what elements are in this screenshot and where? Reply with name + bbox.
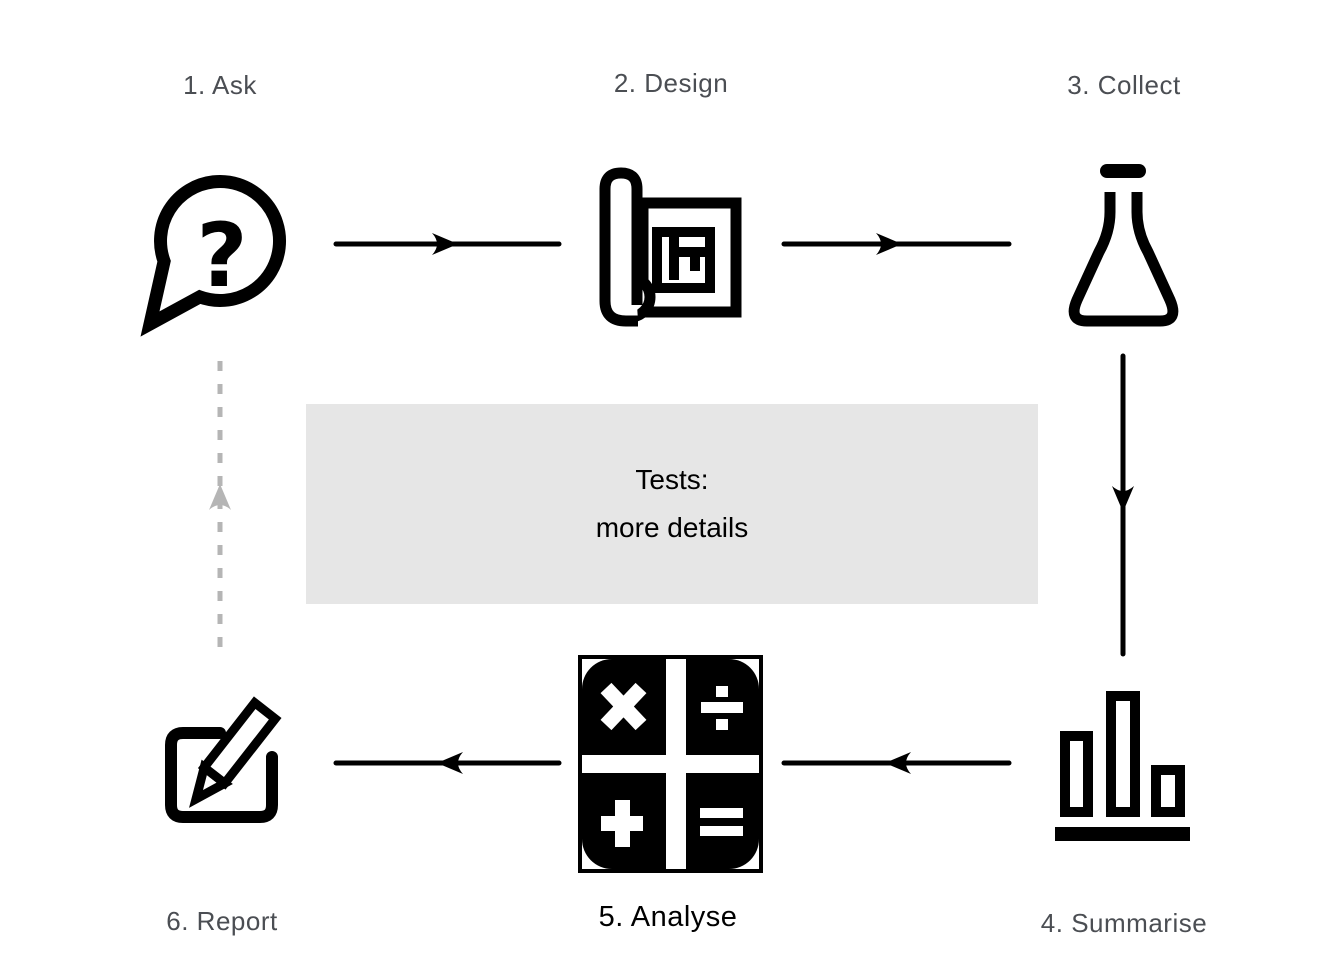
label-analyse: 5. Analyse bbox=[598, 901, 738, 933]
label-design: 2. Design bbox=[613, 68, 729, 98]
question-speech-bubble-icon: ? bbox=[140, 174, 287, 337]
bar-chart-icon bbox=[1055, 691, 1190, 841]
arrow-report-to-ask-dotted bbox=[209, 361, 231, 653]
calculator-icon bbox=[578, 655, 763, 873]
tests-note-box: Tests: more details bbox=[306, 404, 1038, 604]
question-mark-glyph: ? bbox=[196, 204, 247, 307]
note-line-2: more details bbox=[595, 512, 749, 543]
label-report: 6. Report bbox=[166, 906, 278, 936]
label-collect: 3. Collect bbox=[1067, 70, 1181, 100]
note-line-1: Tests: bbox=[635, 464, 709, 495]
edit-pencil-note-icon bbox=[165, 696, 282, 823]
label-summarise: 4. Summarise bbox=[1040, 908, 1208, 938]
flask-icon bbox=[1068, 164, 1179, 327]
blueprint-scroll-icon bbox=[599, 167, 742, 327]
label-ask: 1. Ask bbox=[183, 70, 257, 100]
